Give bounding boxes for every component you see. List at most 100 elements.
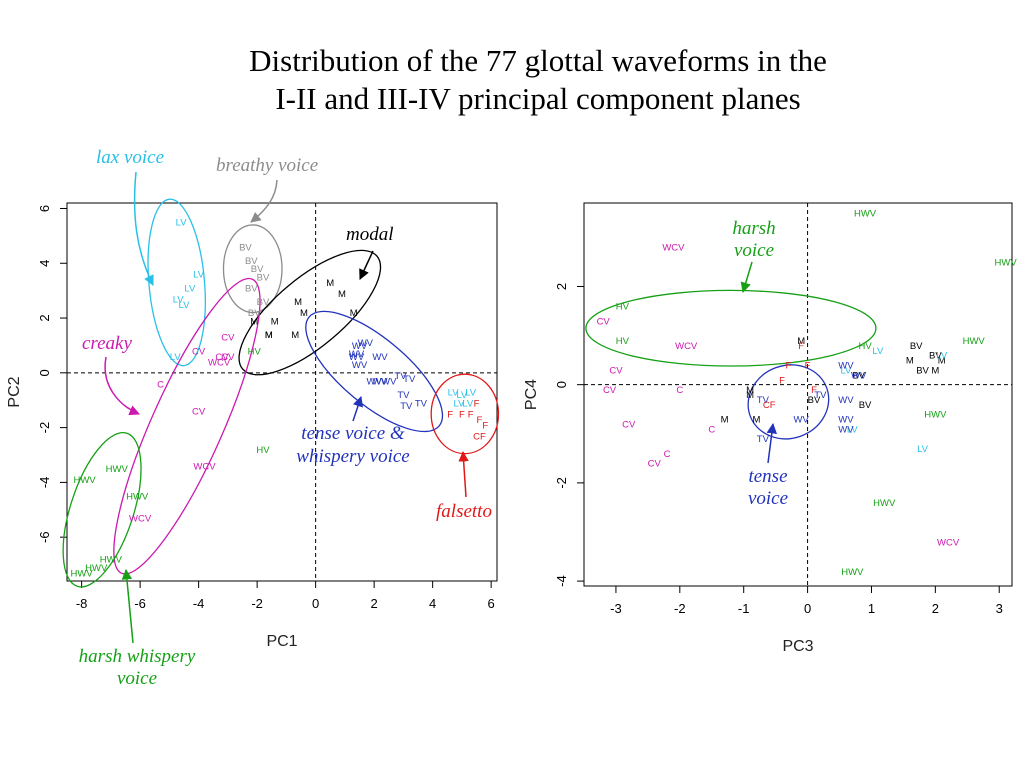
cluster-ellipse-harsh: [62, 432, 142, 588]
arrow-tense-voice: [766, 422, 778, 464]
point-lv: LV: [917, 444, 929, 455]
point-lv: LV: [456, 390, 468, 401]
point-m: M: [721, 415, 729, 426]
point-wcv: WCV: [208, 357, 231, 368]
point-cv: CV: [622, 419, 636, 430]
y-axis-label: PC2: [6, 376, 23, 407]
point-hwv: HWV: [100, 555, 123, 566]
point-lv: LV: [847, 424, 859, 435]
point-cv: CV: [603, 385, 617, 396]
point-tv: TV: [397, 390, 410, 401]
y-tick-label: 2: [37, 314, 52, 321]
x-tick-label: 4: [429, 596, 436, 611]
point-tv: TV: [814, 390, 827, 401]
point-f: F: [482, 420, 488, 431]
point-tv: TV: [394, 371, 407, 382]
point-lv: LV: [840, 365, 852, 376]
point-wv: WV: [372, 352, 388, 363]
point-lv: LV: [465, 388, 477, 399]
point-wv: WV: [381, 377, 397, 388]
point-bv: BV: [808, 395, 821, 406]
point-hwv: HWV: [873, 498, 896, 509]
point-lv: LV: [170, 352, 182, 363]
point-tv: TV: [757, 395, 770, 406]
point-hwv: HWV: [963, 336, 986, 347]
annotation-tense-voice-line2: voice: [748, 488, 788, 509]
x-tick-label: 1: [868, 601, 875, 616]
annotation-harsh-whispery-line1: harsh whispery: [79, 646, 196, 667]
point-c: C: [664, 449, 671, 460]
point-wv: WV: [794, 415, 810, 426]
point-hwv: HWV: [854, 208, 877, 219]
point-m: M: [250, 316, 258, 327]
point-wcv: WCV: [675, 341, 698, 352]
point-bv: BV: [245, 283, 258, 294]
x-tick-label: -8: [76, 596, 88, 611]
cluster-ellipse-tense: [747, 364, 830, 440]
x-tick-label: -3: [610, 601, 622, 616]
point-wv: WV: [838, 361, 854, 372]
point-lv: LV: [184, 283, 196, 294]
x-tick-label: 6: [488, 596, 495, 611]
point-cf: CF: [473, 431, 486, 442]
point-cv: CV: [648, 459, 662, 470]
point-hwv: HWV: [85, 563, 108, 574]
point-c: C: [708, 424, 715, 435]
point-m: M: [294, 297, 302, 308]
point-m: M: [906, 356, 914, 367]
cluster-ellipse-modal: [238, 249, 382, 376]
point-hv: HV: [248, 346, 262, 357]
point-f: F: [811, 385, 817, 396]
point-bv: BV: [257, 297, 270, 308]
point-wv: WV: [838, 415, 854, 426]
point-c: C: [157, 379, 164, 390]
point-f: F: [477, 415, 483, 426]
annotation-creaky: creaky: [82, 333, 132, 354]
point-hwv: HWV: [995, 257, 1018, 268]
point-hwv: HWV: [841, 567, 864, 578]
y-axis-label: PC4: [523, 379, 540, 410]
plot-frame: [66, 202, 498, 582]
annotation-modal: modal: [346, 224, 394, 245]
point-tv: TV: [403, 374, 416, 385]
point-bv: BV: [859, 400, 872, 411]
cluster-ellipse-falsetto: [430, 373, 500, 455]
x-tick-label: 0: [804, 601, 811, 616]
point-cv: CV: [221, 352, 235, 363]
annotation-falsetto: falsetto: [436, 501, 492, 522]
point-wv: WV: [352, 360, 368, 371]
point-c: C: [676, 385, 683, 396]
y-tick-label: -4: [554, 575, 569, 587]
x-axis-label: PC1: [266, 633, 297, 650]
point-m: M: [746, 390, 754, 401]
point-m: M: [291, 330, 299, 341]
title-line-1: Distribution of the 77 glottal waveforms…: [249, 43, 827, 78]
point-bv: BV: [245, 256, 258, 267]
point-hwv: HWV: [71, 568, 94, 579]
x-tick-label: 2: [932, 601, 939, 616]
arrow-tense-whispery: [352, 396, 363, 422]
point-lv: LV: [176, 218, 188, 229]
y-tick-label: 4: [37, 260, 52, 267]
y-tick-label: -4: [37, 477, 52, 489]
point-lv: LV: [448, 388, 460, 399]
point-tv: TV: [400, 401, 413, 412]
arrow-breathy-voice: [250, 179, 278, 223]
point-lv: LV: [173, 294, 185, 305]
point-hv: HV: [616, 302, 630, 313]
point-wv: WV: [352, 341, 368, 352]
annotation-harsh-whispery-line2: voice: [117, 668, 157, 689]
annotation-harsh-voice-line2: voice: [734, 240, 774, 261]
arrow-harsh-whispery: [121, 568, 134, 644]
point-bv: BV: [239, 242, 252, 253]
point-tv: TV: [415, 398, 428, 409]
point-cf: CF: [763, 400, 776, 411]
x-tick-label: -6: [134, 596, 146, 611]
point-cv: CV: [221, 333, 235, 344]
point-bv: BV: [257, 272, 270, 283]
x-tick-label: 3: [996, 601, 1003, 616]
point-lv: LV: [462, 398, 474, 409]
point-wv: WV: [372, 377, 388, 388]
